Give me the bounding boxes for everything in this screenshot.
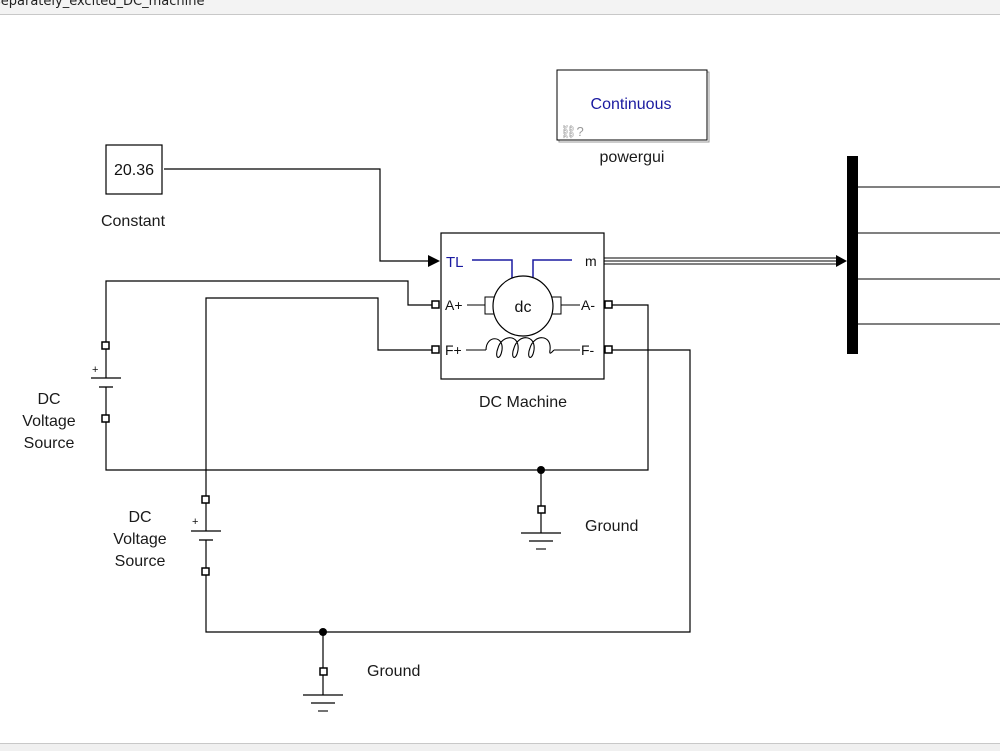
dc-source-2-label: DC Voltage Source (113, 509, 166, 570)
window-title: separately_excited_DC_machine (0, 0, 205, 9)
port-tl-label: TL (446, 254, 464, 271)
connection-lines (105, 168, 691, 670)
powergui-mode: Continuous (591, 96, 672, 113)
junction-dot-1 (537, 466, 545, 474)
wire-aplus-source1[interactable] (105, 280, 435, 343)
physical-ports[interactable] (431, 300, 613, 354)
dc-machine-block[interactable]: TL m dc A+ A- F+ F- (431, 232, 613, 380)
field-coil-symbol (466, 337, 580, 358)
ground-1-block[interactable] (521, 505, 561, 550)
dc-source-1-label: DC Voltage Source (22, 391, 75, 452)
junction-dot-2 (319, 628, 327, 636)
port-aminus-label: A- (581, 297, 595, 313)
bus-line-m[interactable] (604, 257, 836, 265)
bus-arrow (836, 255, 847, 267)
diagram-canvas[interactable]: 20.36 Constant Continuous ⛓? powergui TL… (0, 15, 1000, 743)
dc-voltage-source-1[interactable]: + (91, 341, 121, 423)
tl-input-arrow (428, 255, 440, 267)
powergui-block[interactable]: Continuous ⛓? (556, 69, 710, 143)
dc-voltage-source-2[interactable]: + (191, 495, 221, 576)
demux-block[interactable] (847, 156, 1000, 354)
constant-label: Constant (101, 213, 166, 230)
svg-text:DC: DC (37, 391, 60, 408)
signal-line-constant-tl[interactable] (164, 168, 428, 262)
link-broken-icon: ⛓? (560, 124, 584, 139)
powergui-label: powergui (600, 149, 665, 166)
demux-output-lines (858, 186, 1000, 325)
motor-symbol: dc (484, 275, 562, 337)
constant-value: 20.36 (114, 162, 154, 179)
window-title-bar: separately_excited_DC_machine (0, 0, 1000, 15)
mech-link-lines (472, 259, 572, 280)
ground-2-label: Ground (367, 663, 420, 680)
source2-plus-sign: + (192, 516, 198, 528)
wire-source2-ground2[interactable] (205, 349, 691, 633)
motor-dc-label: dc (515, 299, 532, 316)
svg-text:Voltage: Voltage (113, 531, 166, 548)
port-fplus-label: F+ (445, 342, 462, 358)
svg-text:Source: Source (115, 553, 166, 570)
status-bar (0, 743, 1000, 751)
port-fminus-label: F- (581, 342, 595, 358)
wire-source1-ground1[interactable] (105, 304, 649, 471)
dc-machine-label: DC Machine (479, 394, 567, 411)
constant-block[interactable]: 20.36 (105, 144, 163, 195)
wire-fplus-source2[interactable] (205, 297, 435, 498)
svg-text:Voltage: Voltage (22, 413, 75, 430)
ground-1-label: Ground (585, 518, 638, 535)
port-m-label: m (585, 253, 597, 269)
port-aplus-label: A+ (445, 297, 463, 313)
source1-plus-sign: + (92, 364, 98, 376)
ground-2-block[interactable] (303, 667, 343, 712)
svg-text:Source: Source (24, 435, 75, 452)
svg-text:DC: DC (128, 509, 151, 526)
